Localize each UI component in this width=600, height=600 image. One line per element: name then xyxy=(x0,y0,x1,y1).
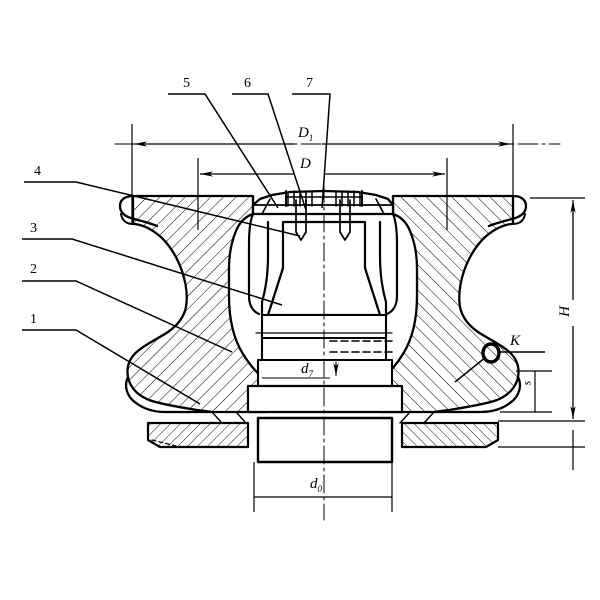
dimension-lines xyxy=(131,124,585,512)
leader-4 xyxy=(24,181,301,237)
dimension-label-D1: D1 xyxy=(298,125,314,143)
leader-5 xyxy=(168,93,279,209)
seal-retainer-body xyxy=(285,190,363,207)
base-plate-right xyxy=(400,421,500,449)
left-rim-top-bead xyxy=(118,194,159,228)
leader-7 xyxy=(292,93,331,209)
callout-label-3: 3 xyxy=(30,221,37,236)
dimension-label-H: H xyxy=(556,306,573,317)
leader-1 xyxy=(22,329,201,405)
bearing-cap-rib-left xyxy=(261,198,271,215)
seal-retainer-detail xyxy=(287,190,361,207)
callout-label-1: 1 xyxy=(30,312,37,327)
sheave-section-geometry xyxy=(114,143,561,521)
callout-label-2: 2 xyxy=(30,262,37,277)
shaft-stub xyxy=(256,416,394,464)
detail-marker-label-K: K xyxy=(510,333,521,349)
center-boss-right-taper xyxy=(364,267,381,316)
right-rim-top-bead xyxy=(487,194,528,228)
dimension-label-D: D xyxy=(300,156,311,172)
foot-rib-right xyxy=(399,411,435,424)
callout-label-6: 6 xyxy=(244,76,251,91)
callout-label-4: 4 xyxy=(34,164,41,179)
right-rim-top-bead-inner xyxy=(512,213,526,225)
dimension-label-s: s xyxy=(519,380,534,386)
callout-label-5: 5 xyxy=(183,76,190,91)
foot-rib-left xyxy=(211,411,247,424)
dimension-label-d7: d7 xyxy=(301,361,313,379)
bearing-cap-rib-right xyxy=(375,198,385,215)
center-boss-left-taper xyxy=(267,267,284,316)
shaft-collar-foot xyxy=(246,384,404,414)
leader-6 xyxy=(232,93,307,211)
hub-left-outer-wall xyxy=(247,212,261,316)
detail-marker-K-circle xyxy=(481,342,501,364)
leader-3 xyxy=(22,238,283,306)
leader-2 xyxy=(22,280,233,353)
callout-leader-lines xyxy=(22,93,545,405)
cap-bolt-right xyxy=(339,199,351,241)
callout-label-7: 7 xyxy=(306,76,313,91)
right-rim-bottom-bead xyxy=(432,375,522,414)
hub-right-outer-wall xyxy=(385,212,399,316)
plate-edge-left-dash xyxy=(151,439,181,448)
left-wheel-body xyxy=(126,194,268,414)
hub-cone-left xyxy=(260,220,270,318)
leader-K-stem xyxy=(454,356,487,383)
hub-cone-right xyxy=(378,220,388,318)
shaft-collar-lower xyxy=(256,358,394,388)
dimension-label-d0: d0 xyxy=(310,476,322,494)
right-wheel-body xyxy=(378,194,520,414)
left-rim-bottom-bead xyxy=(124,375,214,414)
base-plate-left xyxy=(146,421,250,449)
